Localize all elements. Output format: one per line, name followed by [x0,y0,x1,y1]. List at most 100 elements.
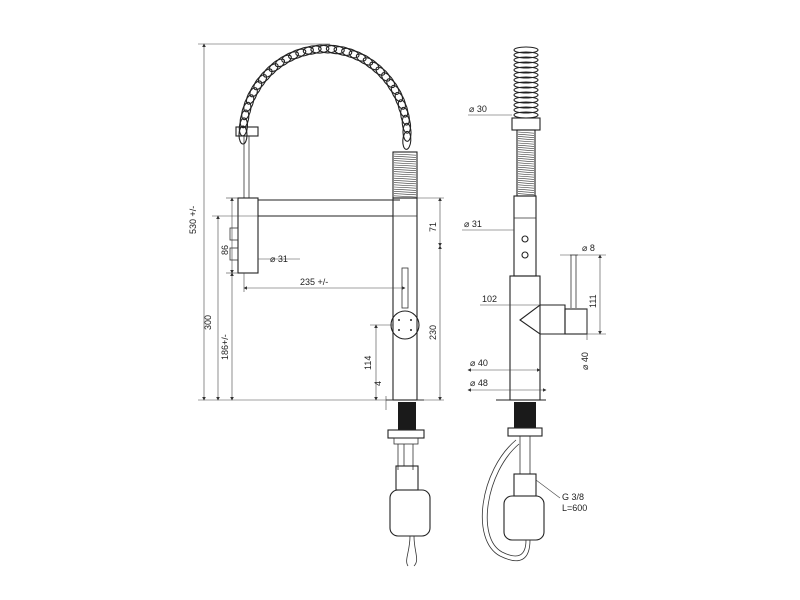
spring-loop [288,48,307,60]
side-view: ⌀ 30 ⌀ 31 ⌀ 8 111 102 ⌀ 40 ⌀ 40 ⌀ 48 G 3… [462,46,606,562]
lever-knob-side [564,308,588,335]
thread-line [393,193,417,196]
dim-lever-spacing: 86 [220,245,230,255]
thread-line [517,173,535,176]
thread-line [393,158,417,160]
main-body-side [509,275,541,401]
thread-line [517,169,535,171]
thread-line [517,160,535,163]
thread-line [517,171,535,174]
dim-handle-height: 186+/- [220,334,230,360]
dim-body-height: 230 [428,325,438,340]
spring-loop [274,54,292,68]
thread-line [393,160,417,163]
spring-loop [402,122,412,142]
spring-loop [513,101,539,109]
spring-loop [241,101,252,121]
spring-loop [245,87,258,105]
dim-spout-diameter: ⌀ 31 [270,254,288,264]
spring-loop [243,94,255,113]
thread-line [393,173,417,176]
spring-loop [386,78,400,95]
spring-loop [401,114,412,134]
dim-overall-height: 530 +/- [188,206,198,234]
thread-line [517,140,535,143]
spring-loop [400,106,410,126]
thread-line [517,151,535,154]
thread-line [517,158,535,160]
dim-base-thickness: 4 [373,381,383,386]
spring-loop [513,96,539,104]
thread-line [393,182,417,185]
spray-button-top [229,227,239,241]
thread-line [393,166,417,169]
spring-loop [513,106,539,114]
spring-loop [369,61,386,76]
thread-lines-side [517,131,535,196]
thread-line [393,195,417,198]
dim-reach: 235 +/- [300,277,328,287]
spring-loop [362,57,380,71]
thread-line [393,180,417,182]
hose-front [406,535,411,567]
thread-line [517,155,535,158]
spring-loop [397,99,409,118]
spray-button-1 [521,235,529,243]
spring-loop [262,63,279,78]
thread-line [517,131,535,134]
thread-line [517,149,535,152]
spring-loop [381,72,396,89]
mounting-nut [387,429,425,439]
thread-line [517,166,535,169]
main-body [392,197,418,401]
spring-loop [341,47,360,59]
spring-loop [249,80,263,98]
spring-loop [394,91,406,110]
dim-spring-diameter: ⌀ 30 [469,104,487,114]
spray-head-cap [235,126,259,137]
thread-line [517,191,535,193]
spring-loop [238,125,248,145]
thread-line [517,142,535,145]
spring-loop [513,66,539,74]
dim-lever-length: 111 [588,294,598,308]
thread-line [517,144,535,147]
spring-loop [513,51,539,59]
spring-coil-front [238,44,412,150]
weight-canister-side [503,495,545,541]
spring-loop [318,44,338,54]
spring-loop [239,109,250,129]
connection-thread-label: G 3/8 [562,492,584,502]
thread-line [517,147,535,149]
thread-line [393,175,417,178]
thread-line [393,186,417,189]
thread-line [517,175,535,178]
spring-loop [325,44,345,55]
spring-loop [513,81,539,89]
dim-base-height: 300 [203,315,213,330]
spring-coil-side [513,46,539,119]
thread-line [393,162,417,165]
spring-loop [253,74,268,91]
mounting-shank [398,402,416,430]
spray-button-bottom [229,247,239,261]
thread-line [393,155,417,158]
dim-handle-diameter-side: ⌀ 40 [580,352,590,370]
spring-loop [333,46,353,56]
thread-line [517,186,535,189]
spring-loop [375,66,391,82]
dim-head-diameter: ⌀ 31 [464,219,482,229]
thread-line [393,191,417,193]
spring-loop [513,86,539,94]
valve-connector-side [513,473,537,497]
spring-loop [513,61,539,69]
spring-loop [513,71,539,79]
spring-loop [295,46,314,57]
spring-loop [513,76,539,84]
thread-line [393,188,417,191]
thread-line [517,188,535,191]
mounting-shank-side [514,402,536,428]
mounting-nut-side [507,427,543,437]
